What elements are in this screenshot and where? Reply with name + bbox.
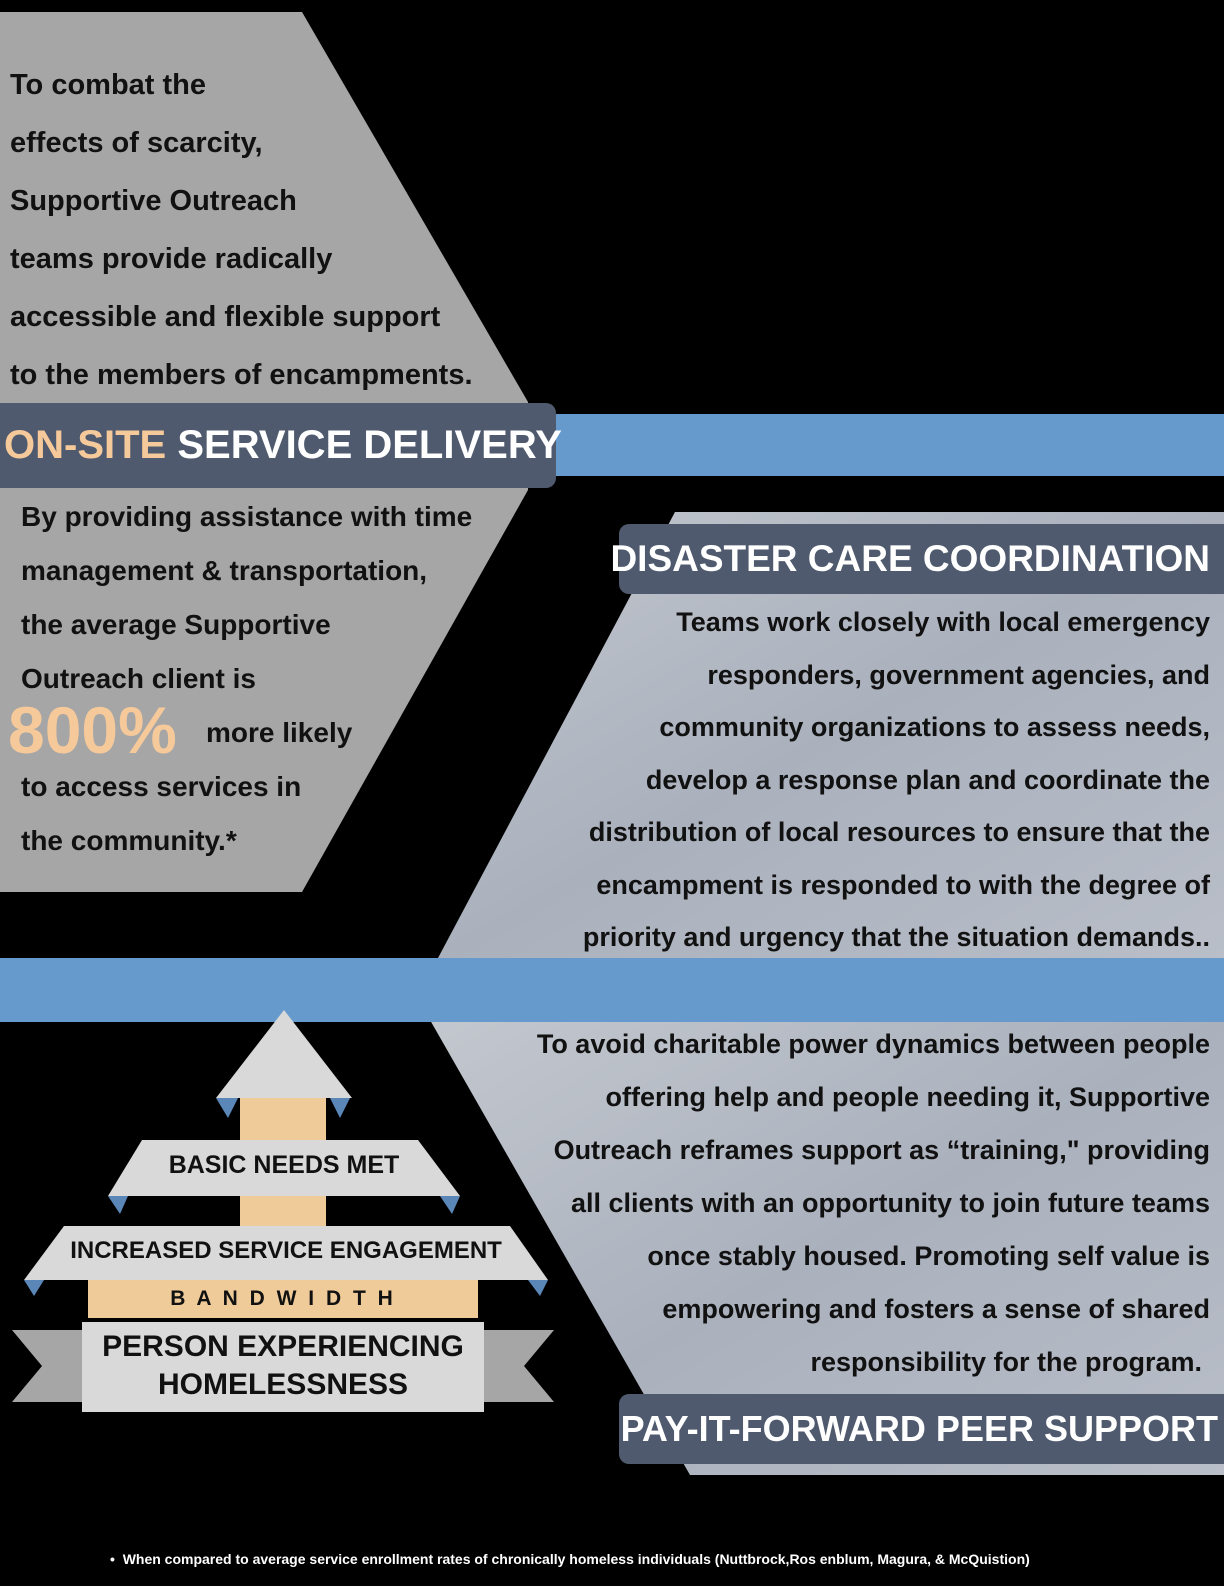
- basic-needs-tab-left: [108, 1196, 128, 1214]
- footnote-text: When compared to average service enrollm…: [122, 1551, 1030, 1567]
- peer-line: once stably housed. Promoting self value…: [647, 1241, 1210, 1271]
- onsite-tail-line: the community.*: [21, 825, 237, 856]
- intro-line: effects of scarcity,: [10, 127, 263, 159]
- peer-text: To avoid charitable power dynamics betwe…: [537, 1018, 1210, 1389]
- pyramid-bandwidth-label: B A N D W I D T H: [170, 1287, 396, 1310]
- peer-line: all clients with an opportunity to join …: [570, 1188, 1210, 1218]
- disaster-line: encampment is responded to with the degr…: [596, 869, 1210, 900]
- base-ribbon-right: [476, 1330, 554, 1402]
- arrow-head-tab-right: [216, 1098, 238, 1118]
- onsite-title-accent: ON-SITE: [4, 423, 167, 467]
- middle-blue-bar: [0, 958, 1224, 1022]
- peer-panel: [430, 1020, 1224, 1475]
- peer-line: To avoid charitable power dynamics betwe…: [536, 1029, 1210, 1059]
- pyramid-top-label: BASIC NEEDS MET: [168, 1151, 400, 1179]
- disaster-line: responders, government agencies, and: [707, 659, 1210, 690]
- base-ribbon-left: [12, 1330, 90, 1402]
- disaster-line: develop a response plan and coordinate t…: [645, 764, 1210, 795]
- onsite-line: the average Supportive: [21, 609, 331, 640]
- peer-title: PAY-IT-FORWARD PEER SUPPORT: [620, 1408, 1218, 1449]
- disaster-line: community organizations to assess needs,: [659, 712, 1210, 742]
- engagement-tab-left: [24, 1280, 44, 1296]
- engagement-tab-right: [528, 1280, 548, 1296]
- bandwidth-band: [88, 1280, 478, 1318]
- peer-line: offering help and people needing it, Sup…: [605, 1082, 1210, 1112]
- disaster-title-banner: DISASTER CARE COORDINATION: [610, 524, 1224, 594]
- disaster-line: distribution of local resources to ensur…: [588, 817, 1210, 847]
- peer-title-banner: PAY-IT-FORWARD PEER SUPPORT: [619, 1394, 1224, 1464]
- disaster-line: Teams work closely with local emergency: [676, 607, 1210, 637]
- base-band: [82, 1322, 484, 1412]
- onsite-tail: to access services in the community.*: [21, 760, 301, 868]
- footnote-bullet: •: [110, 1551, 115, 1567]
- peer-line: Outreach reframes support as “training,"…: [553, 1135, 1210, 1165]
- onsite-line: By providing assistance with time: [21, 501, 473, 532]
- onsite-line: Outreach client is: [21, 663, 256, 694]
- arrow-head: [216, 1010, 352, 1098]
- intro-text: To combat the effects of scarcity, Suppo…: [10, 56, 473, 404]
- intro-line: to the members of encampments.: [10, 359, 473, 391]
- disaster-text: Teams work closely with local emergency …: [583, 596, 1210, 964]
- onsite-title-rest: SERVICE DELIVERY: [177, 423, 562, 467]
- disaster-title: DISASTER CARE COORDINATION: [610, 538, 1210, 579]
- onsite-tail-line: to access services in: [21, 771, 302, 802]
- onsite-title-banner: ON-SITE SERVICE DELIVERY: [0, 403, 562, 488]
- peer-line: empowering and fosters a sense of shared: [662, 1294, 1210, 1324]
- pyramid-middle-label: INCREASED SERVICE ENGAGEMENT: [70, 1237, 502, 1264]
- engagement-band: [24, 1226, 548, 1280]
- onsite-stat-suffix: more likely: [206, 717, 353, 748]
- intro-line: Supportive Outreach: [10, 185, 297, 217]
- intro-line: To combat the: [10, 69, 207, 101]
- basic-needs-tab-right: [440, 1196, 460, 1214]
- onsite-line: management & transportation,: [21, 555, 428, 586]
- top-blue-bar: [548, 414, 1224, 476]
- pyramid-base-label-2: HOMELESSNESS: [157, 1368, 409, 1401]
- peer-line: responsibility for the program.: [810, 1347, 1202, 1377]
- footnote: • When compared to average service enrol…: [110, 1551, 1030, 1567]
- intro-line: accessible and flexible support: [10, 301, 441, 333]
- pyramid-base-label-1: PERSON EXPERIENCING: [102, 1330, 464, 1363]
- disaster-line: priority and urgency that the situation …: [582, 922, 1210, 952]
- disaster-panel: [438, 512, 1224, 958]
- onsite-text: By providing assistance with time manage…: [21, 490, 472, 706]
- basic-needs-band: [108, 1140, 460, 1196]
- onsite-stat: 800%: [8, 693, 177, 767]
- intro-line: teams provide radically: [10, 243, 333, 275]
- arrow-head-tab-left: [330, 1098, 350, 1118]
